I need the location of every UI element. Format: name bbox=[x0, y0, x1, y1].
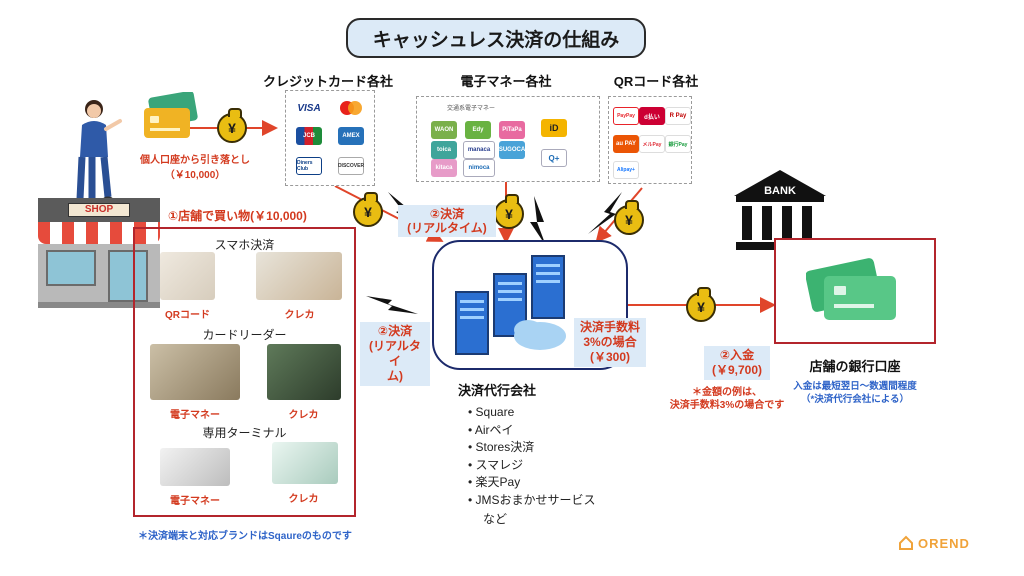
credit-card-icon bbox=[144, 92, 198, 138]
credit-companies-header: クレジットカード各社 bbox=[262, 74, 393, 89]
smartphone-payment-header: スマホ決済 bbox=[214, 238, 275, 252]
list-item: JMSおまかせサービス bbox=[468, 492, 628, 510]
emoney-label: 電子マネー bbox=[170, 410, 220, 421]
settlement-realtime-label-left: ②決済 (リアルタイ ム) bbox=[360, 322, 430, 386]
yen-coin-icon: ¥ bbox=[353, 192, 383, 227]
house-logo-icon bbox=[899, 535, 913, 550]
diners-logo: Diners Club bbox=[296, 157, 322, 175]
visa-logo: VISA bbox=[296, 99, 322, 117]
yen-coin-icon: ¥ bbox=[494, 194, 524, 229]
qr-label: QRコード bbox=[165, 310, 210, 321]
dbarai-logo: d払い bbox=[639, 107, 665, 125]
terminal-footnote: ＊決済端末と対応ブランドはSqaureのものです bbox=[138, 531, 352, 542]
credit-brands-box: VISA JCB AMEX Diners Club DISCOVER bbox=[285, 90, 375, 186]
card-reader-header: カードリーダー bbox=[202, 328, 287, 342]
qr-brands-box: PayPay d払い R Pay au PAY メルPay 銀行Pay Alip… bbox=[608, 96, 692, 184]
yen-coin-icon: ¥ bbox=[614, 200, 644, 235]
dedicated-terminal-header: 専用ターミナル bbox=[202, 426, 287, 440]
kitaca-logo: kitaca bbox=[431, 159, 457, 177]
list-item: Square bbox=[468, 404, 628, 422]
processing-fee-label: 決済手数料 3%の場合 (￥300) bbox=[574, 318, 646, 367]
list-item: 楽天Pay bbox=[468, 474, 628, 492]
qr-companies-header: QRコード各社 bbox=[613, 74, 699, 89]
shop-illustration: SHOP bbox=[38, 198, 160, 308]
processor-list-etc: など bbox=[483, 512, 508, 526]
merpay-logo: メルPay bbox=[639, 135, 665, 153]
toica-logo: toica bbox=[431, 141, 457, 159]
credit-label: クレカ bbox=[288, 410, 319, 421]
rakutenpay-logo: R Pay bbox=[665, 107, 691, 125]
phone-card-image bbox=[256, 252, 342, 300]
list-item: スマレジ bbox=[468, 457, 628, 475]
emoney-label: 電子マネー bbox=[170, 496, 220, 507]
bank-deposit-note: 入金は最短翌日〜数週間程度 （*決済代行会社による） bbox=[793, 381, 917, 405]
emoney-brands-box: 交通系電子マネー WAON Edy PiTaPa iD toica manaca… bbox=[416, 96, 600, 182]
jcb-logo: JCB bbox=[296, 127, 322, 145]
processor-list: Square Airペイ Stores決済 スマレジ 楽天Pay JMSおまかせ… bbox=[468, 404, 628, 509]
list-item: Stores決済 bbox=[468, 439, 628, 457]
credit-label: クレカ bbox=[284, 310, 315, 321]
settlement-realtime-label-top: ②決済 (リアルタイム) bbox=[398, 205, 496, 237]
pitapa-logo: PiTaPa bbox=[499, 121, 525, 139]
nimoca-logo: nimoca bbox=[463, 159, 495, 177]
lightning-icon bbox=[366, 296, 418, 314]
terminal-emoney-image bbox=[160, 448, 230, 486]
customer-woman-icon bbox=[75, 100, 122, 204]
orend-logo: OREND bbox=[898, 535, 970, 551]
qr-phone-image bbox=[160, 252, 215, 300]
aupay-logo: au PAY bbox=[613, 135, 639, 153]
lightning-icon bbox=[530, 196, 546, 246]
terminal-credit-image bbox=[272, 442, 338, 484]
shop-sign: SHOP bbox=[68, 203, 130, 217]
list-item: Airペイ bbox=[468, 422, 628, 440]
processor-title: 決済代行会社 bbox=[458, 383, 537, 398]
debit-label: 個人口座から引き落とし （￥10,000） bbox=[140, 155, 250, 181]
reader-emoney-image bbox=[150, 344, 240, 400]
emoney-companies-header: 電子マネー各社 bbox=[460, 74, 552, 89]
purchase-label: ①店舗で買い物(￥10,000) bbox=[168, 209, 307, 223]
id-logo: iD bbox=[541, 119, 567, 137]
deposit-label: ②入金 (￥9,700) bbox=[704, 346, 770, 380]
amex-logo: AMEX bbox=[338, 127, 364, 145]
alipay-logo: Alipay+ bbox=[613, 161, 639, 179]
discover-logo: DISCOVER bbox=[338, 157, 364, 175]
reader-credit-image bbox=[267, 344, 341, 400]
yen-coin-icon: ¥ bbox=[686, 287, 716, 322]
paypay-logo: PayPay bbox=[613, 107, 639, 125]
page-title: キャッシュレス決済の仕組み bbox=[346, 18, 646, 58]
mastercard-logo bbox=[338, 99, 364, 117]
manaca-logo: manaca bbox=[463, 141, 495, 159]
sugoca-logo: SUGOCA bbox=[499, 141, 525, 159]
lightning-icon bbox=[588, 192, 622, 234]
bank-account-title: 店舗の銀行口座 bbox=[809, 359, 901, 374]
credit-label: クレカ bbox=[288, 494, 319, 505]
deposit-note: ＊金額の例は、 決済手数料3%の場合です bbox=[669, 387, 785, 411]
ic-logo: 交通系電子マネー bbox=[447, 106, 496, 112]
payment-terminals-box bbox=[133, 227, 356, 517]
edy-logo: Edy bbox=[465, 121, 491, 139]
yen-coin-icon: ¥ bbox=[217, 108, 247, 143]
bankpay-logo: 銀行Pay bbox=[665, 135, 691, 153]
bank-cards-icon bbox=[806, 258, 896, 320]
bank-sign: BANK bbox=[764, 185, 796, 197]
server-icon bbox=[455, 255, 566, 355]
waon-logo: WAON bbox=[431, 121, 457, 139]
quicpay-logo: Q+ bbox=[541, 149, 567, 167]
